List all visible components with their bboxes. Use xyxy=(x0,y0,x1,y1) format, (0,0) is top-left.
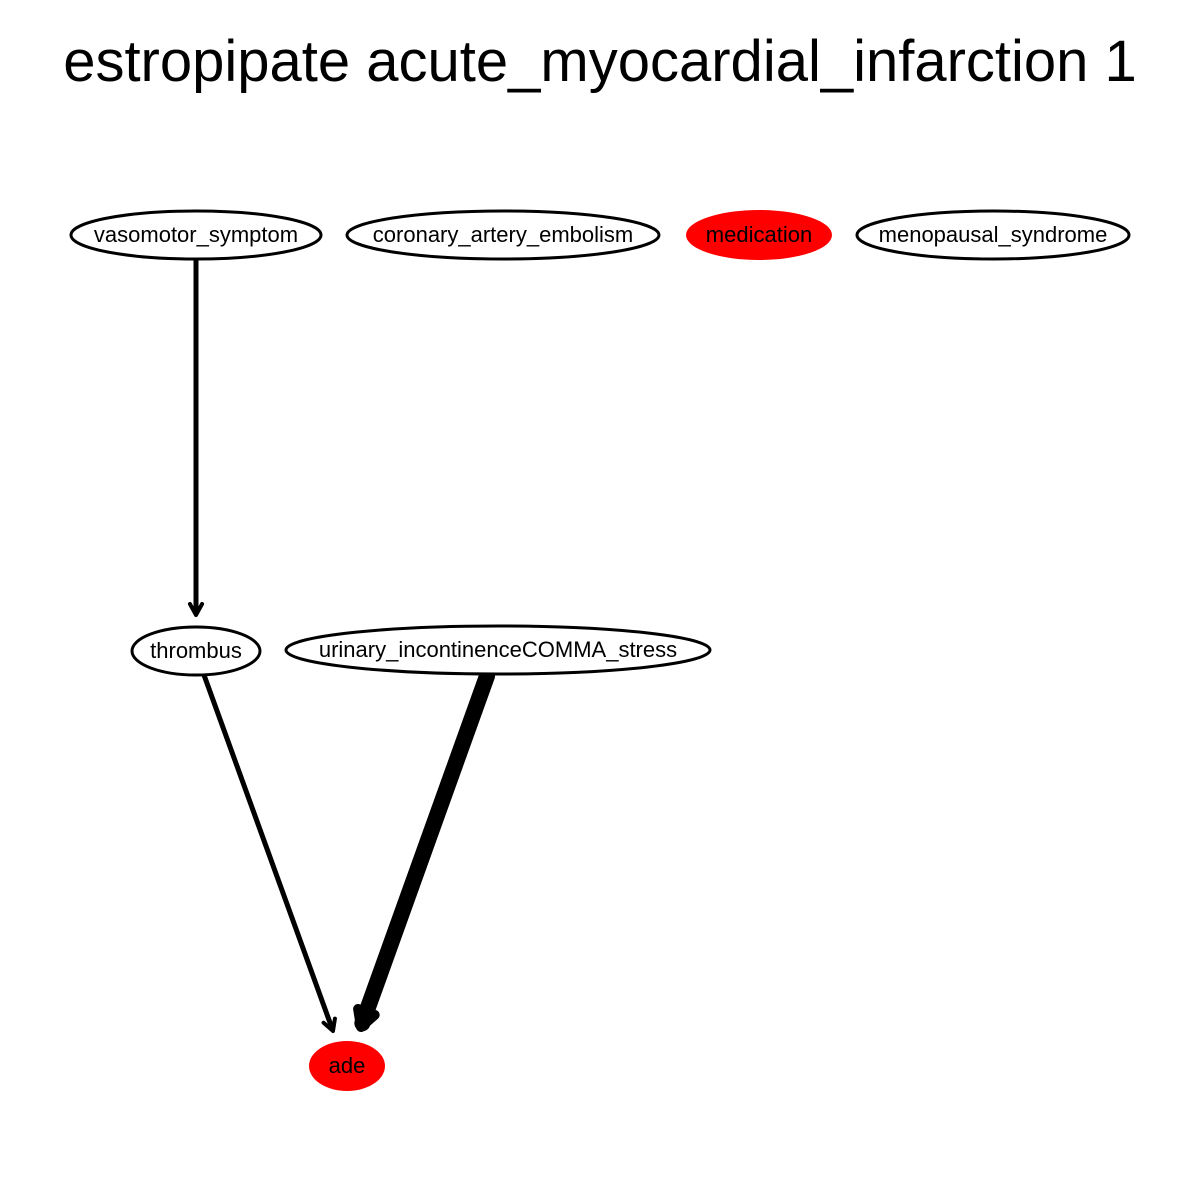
node-menopausal-syndrome: menopausal_syndrome xyxy=(855,209,1131,261)
node-label: coronary_artery_embolism xyxy=(373,222,633,247)
node-thrombus: thrombus xyxy=(130,625,262,677)
node-shape xyxy=(284,624,712,676)
node-shape xyxy=(69,209,323,261)
node-ade: ade xyxy=(309,1041,385,1091)
node-label: medication xyxy=(706,222,812,247)
node-coronary-artery-embolism: coronary_artery_embolism xyxy=(345,209,661,261)
node-shape xyxy=(686,210,832,260)
edge-thrombus-to-ade xyxy=(201,672,337,1033)
edge-urinary-incontinence-stress-to-ade xyxy=(353,668,495,1032)
node-label: thrombus xyxy=(150,638,242,663)
nodes-layer: vasomotor_symptom coronary_artery_embolis… xyxy=(69,209,1131,1091)
edge-vasomotor-symptom-to-thrombus xyxy=(187,256,205,617)
node-shape xyxy=(855,209,1131,261)
edge-line xyxy=(201,672,335,1032)
arrowhead xyxy=(321,1016,337,1033)
node-shape xyxy=(130,625,262,677)
node-urinary-incontinence-stress: urinary_incontinenceCOMMA_stress xyxy=(284,624,712,676)
node-medication: medication xyxy=(686,210,832,260)
node-label: urinary_incontinenceCOMMA_stress xyxy=(319,637,677,662)
arrowhead xyxy=(353,1003,380,1032)
node-label: ade xyxy=(329,1053,366,1078)
edge-line xyxy=(354,668,495,1032)
edges-layer xyxy=(187,256,495,1033)
node-label: menopausal_syndrome xyxy=(879,222,1108,247)
diagram-title: estropipate acute_myocardial_infarction … xyxy=(63,29,1137,94)
arrowhead xyxy=(187,602,205,617)
node-vasomotor-symptom: vasomotor_symptom xyxy=(69,209,323,261)
node-shape xyxy=(345,209,661,261)
node-shape xyxy=(309,1041,385,1091)
node-label: vasomotor_symptom xyxy=(94,222,298,247)
